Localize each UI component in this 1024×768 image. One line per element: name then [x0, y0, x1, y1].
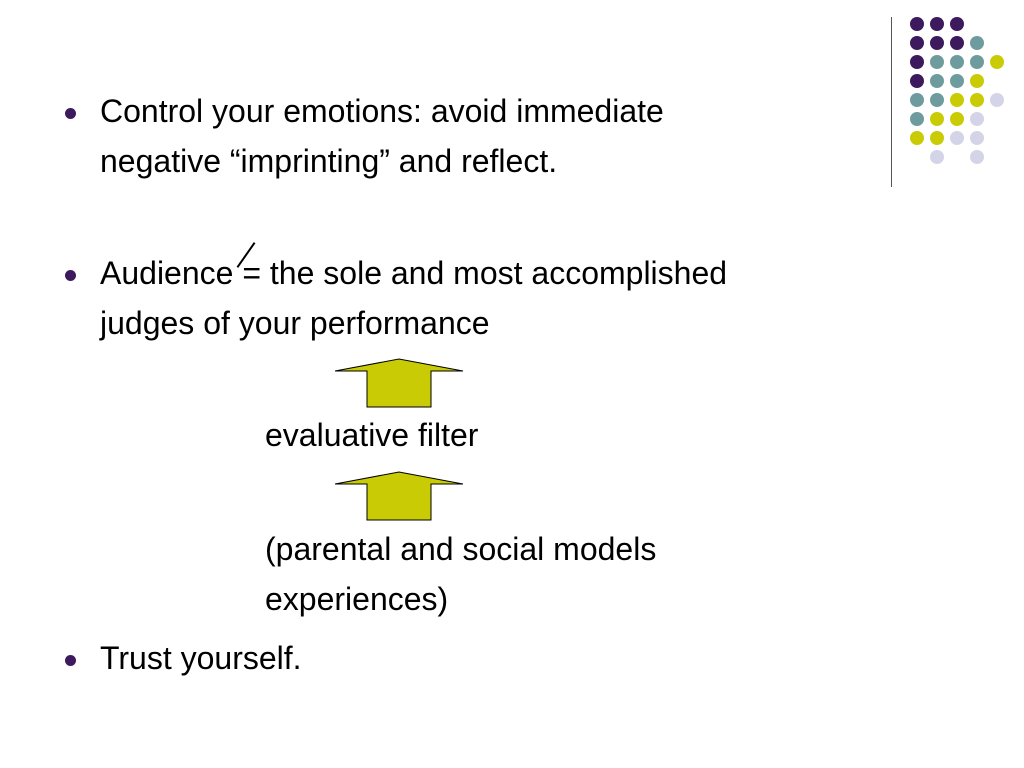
dot-icon: [930, 93, 944, 107]
dot-icon: [950, 74, 964, 88]
bullet-dot-icon: [65, 108, 76, 119]
dot-icon: [970, 150, 984, 164]
dot-icon: [930, 150, 944, 164]
dot-icon: [950, 36, 964, 50]
evaluative-filter-label: evaluative filter: [265, 417, 479, 453]
dot-icon: [950, 55, 964, 69]
dot-icon: [910, 131, 924, 145]
dot-icon: [950, 131, 964, 145]
bullet-2-line-1: Audience = the sole and most accomplishe…: [100, 242, 728, 298]
dot-icon: [990, 93, 1004, 107]
dot-icon: [970, 36, 984, 50]
equals-sign: =: [242, 255, 262, 291]
bullet-dot-icon: [65, 655, 76, 666]
dot-icon: [970, 93, 984, 107]
dot-icon: [910, 112, 924, 126]
dot-icon: [990, 55, 1004, 69]
dot-icon: [930, 131, 944, 145]
dot-icon: [910, 36, 924, 50]
dot-icon: [910, 93, 924, 107]
dot-icon: [970, 74, 984, 88]
vertical-divider: [891, 17, 892, 187]
dot-icon: [910, 17, 924, 31]
bullet-2-line-2: judges of your performance: [100, 305, 490, 341]
source-line-2: experiences): [265, 581, 449, 617]
dot-icon: [930, 74, 944, 88]
dot-icon: [910, 55, 924, 69]
dot-icon: [950, 93, 964, 107]
dot-icon: [950, 17, 964, 31]
not-equal-symbol: =: [236, 242, 262, 298]
dot-icon: [930, 55, 944, 69]
dot-icon: [970, 112, 984, 126]
up-arrow-icon: [334, 471, 464, 521]
bullet-3-line-1: Trust yourself.: [100, 640, 302, 676]
bullet-dot-icon: [65, 270, 76, 281]
source-line-1: (parental and social models: [265, 531, 657, 567]
dot-icon: [930, 36, 944, 50]
bullet-2-suffix: the sole and most accomplished: [261, 255, 728, 291]
dot-icon: [930, 17, 944, 31]
dot-icon: [970, 131, 984, 145]
dot-icon: [950, 112, 964, 126]
bullet-1-line-2: negative “imprinting” and reflect.: [100, 143, 558, 179]
bullet-1-line-1: Control your emotions: avoid immediate: [100, 93, 664, 129]
bullet-2-prefix: Audience: [100, 255, 243, 291]
dot-icon: [930, 112, 944, 126]
dot-icon: [910, 74, 924, 88]
dot-icon: [970, 55, 984, 69]
up-arrow-icon: [334, 358, 464, 408]
